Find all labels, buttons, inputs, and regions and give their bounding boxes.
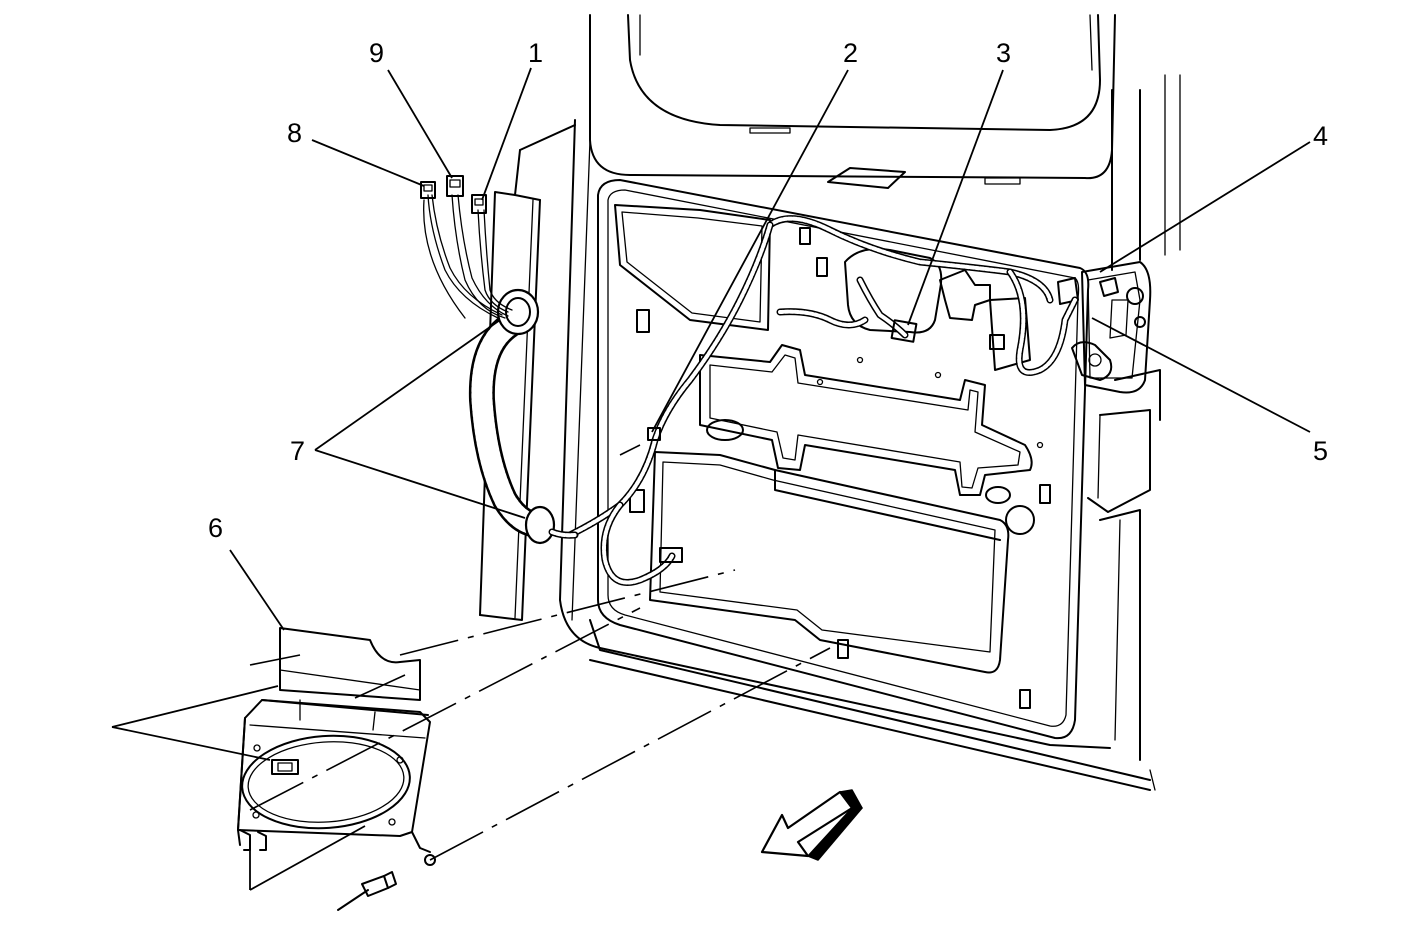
callout-2: 2 [843, 38, 858, 68]
rivet-fastener [337, 871, 397, 911]
callout-4: 4 [1313, 121, 1328, 151]
front-direction-arrow-icon [760, 789, 863, 861]
door-latch-assembly [1057, 261, 1152, 394]
harness-conduit [468, 288, 579, 545]
inner-door-panel [597, 127, 1090, 740]
callout-leader-lines [111, 67, 1311, 891]
callout-6: 6 [208, 513, 223, 543]
installation-guide-lines [249, 444, 831, 861]
callout-5: 5 [1313, 436, 1328, 466]
wiring-harness [566, 215, 1079, 586]
callout-labels: 1 2 3 4 5 6 7 8 9 [208, 38, 1328, 543]
callout-8: 8 [287, 118, 302, 148]
connector-1-icon [471, 194, 487, 214]
pigtail-connectors [420, 175, 513, 319]
door-speaker [237, 627, 436, 866]
door-frame [479, 14, 1181, 791]
callout-3: 3 [996, 38, 1011, 68]
connector-9-icon [446, 175, 464, 197]
callout-9: 9 [369, 38, 384, 68]
callout-7: 7 [290, 436, 305, 466]
connector-8-icon [420, 181, 436, 199]
callout-1: 1 [528, 38, 543, 68]
